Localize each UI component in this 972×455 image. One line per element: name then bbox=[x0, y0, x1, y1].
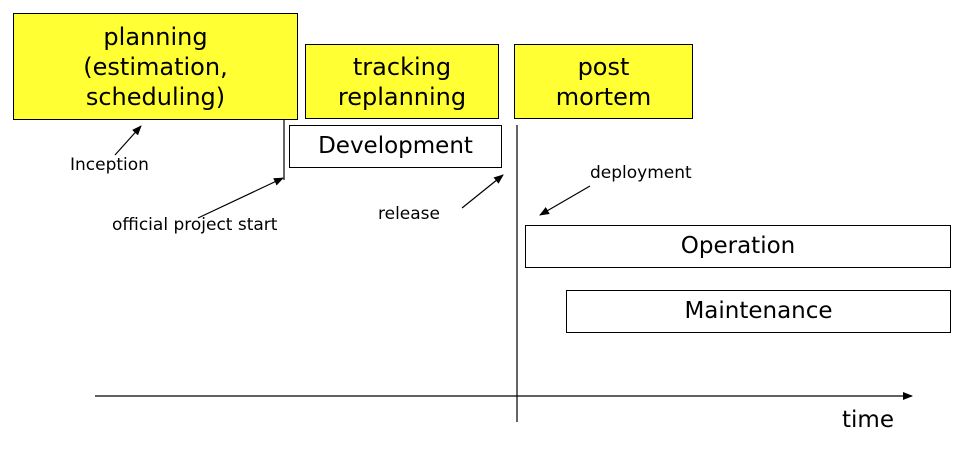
deployment-arrow bbox=[539, 185, 591, 216]
postmortem-phase-box: post mortem bbox=[514, 44, 693, 119]
maintenance-activity-label: Maintenance bbox=[684, 298, 833, 325]
official-start-annotation: official project start bbox=[112, 215, 278, 235]
deployment-annotation: deployment bbox=[590, 163, 692, 183]
time-axis-label: time bbox=[842, 407, 894, 433]
postmortem-phase-line1: post bbox=[577, 52, 630, 81]
operation-activity-label: Operation bbox=[680, 233, 796, 260]
tracking-phase-line2: replanning bbox=[337, 82, 467, 111]
official-start-arrow bbox=[197, 177, 284, 219]
release-annotation: release bbox=[378, 204, 440, 224]
tracking-phase-box: tracking replanning bbox=[305, 44, 499, 119]
planning-phase-box: planning (estimation, scheduling) bbox=[13, 13, 298, 120]
planning-phase-line1: planning bbox=[103, 22, 208, 51]
inception-annotation: Inception bbox=[70, 155, 149, 175]
planning-phase-line2: (estimation, bbox=[83, 52, 228, 81]
maintenance-activity-box: Maintenance bbox=[566, 290, 951, 333]
development-activity-box: Development bbox=[289, 125, 502, 168]
operation-activity-box: Operation bbox=[525, 225, 951, 268]
postmortem-phase-line2: mortem bbox=[555, 82, 652, 111]
planning-phase-line3: scheduling) bbox=[85, 82, 226, 111]
tracking-phase-line1: tracking bbox=[352, 52, 452, 81]
release-arrow bbox=[461, 174, 504, 209]
development-activity-label: Development bbox=[318, 133, 473, 160]
inception-arrow bbox=[114, 125, 142, 156]
